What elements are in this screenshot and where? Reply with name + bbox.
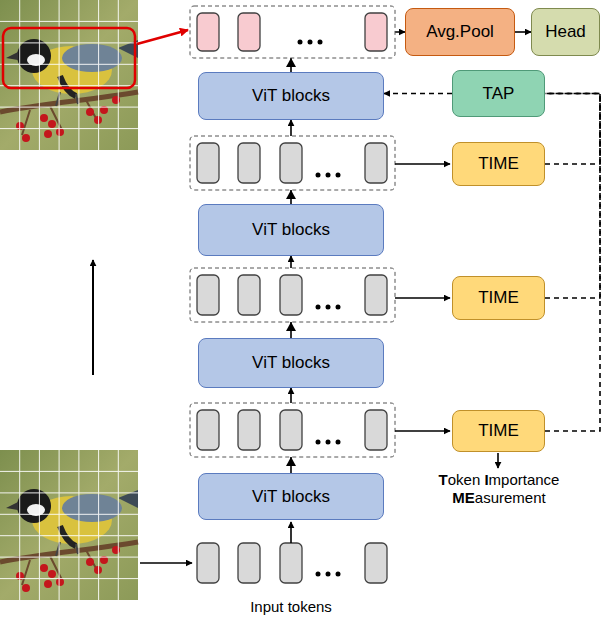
dashed-connector <box>545 94 600 165</box>
pool-box: Avg.Pool <box>405 8 515 56</box>
measure-arrow <box>395 297 450 299</box>
dashed-connector <box>545 94 600 432</box>
box-label: ViT blocks <box>252 86 330 106</box>
note-arrow <box>497 453 499 468</box>
box-label: TIME <box>478 421 519 441</box>
dashed-connector <box>545 94 600 299</box>
box-label: TAP <box>483 84 515 104</box>
token-row <box>190 403 395 466</box>
box-label: Avg.Pool <box>426 22 494 42</box>
bird-image <box>0 0 138 150</box>
highlight-arrow <box>137 30 188 44</box>
box-label: ViT blocks <box>252 487 330 507</box>
input-tokens <box>197 543 387 583</box>
input-arrow <box>290 522 292 543</box>
up-arrow <box>92 260 94 375</box>
time-box: TIME <box>452 410 545 452</box>
dashed-connector <box>384 93 452 95</box>
vit-block: ViT blocks <box>198 338 384 388</box>
token-row <box>190 268 395 331</box>
token-row <box>190 136 395 199</box>
vit-block: ViT blocks <box>198 204 384 256</box>
input-arrow <box>140 562 192 564</box>
box-label: TIME <box>478 154 519 174</box>
vit-block: ViT blocks <box>198 72 384 120</box>
axis-label: Input tokens <box>191 598 391 616</box>
vit-block: ViT blocks <box>198 473 384 520</box>
tap-box: TAP <box>452 70 545 117</box>
measure-arrow <box>395 430 450 432</box>
note-label: Token Importance MEasurement <box>414 471 584 507</box>
box-label: ViT blocks <box>252 220 330 240</box>
measure-arrow <box>395 163 450 165</box>
time-box: TIME <box>452 142 545 186</box>
head-box: Head <box>531 8 600 56</box>
bird-image <box>0 450 138 600</box>
highlight-box <box>3 28 135 88</box>
box-label: ViT blocks <box>252 353 330 373</box>
flow-arrow <box>515 31 531 33</box>
output-token-row <box>190 6 395 67</box>
box-label: TIME <box>478 288 519 308</box>
box-label: Head <box>545 22 586 42</box>
time-box: TIME <box>452 276 545 320</box>
